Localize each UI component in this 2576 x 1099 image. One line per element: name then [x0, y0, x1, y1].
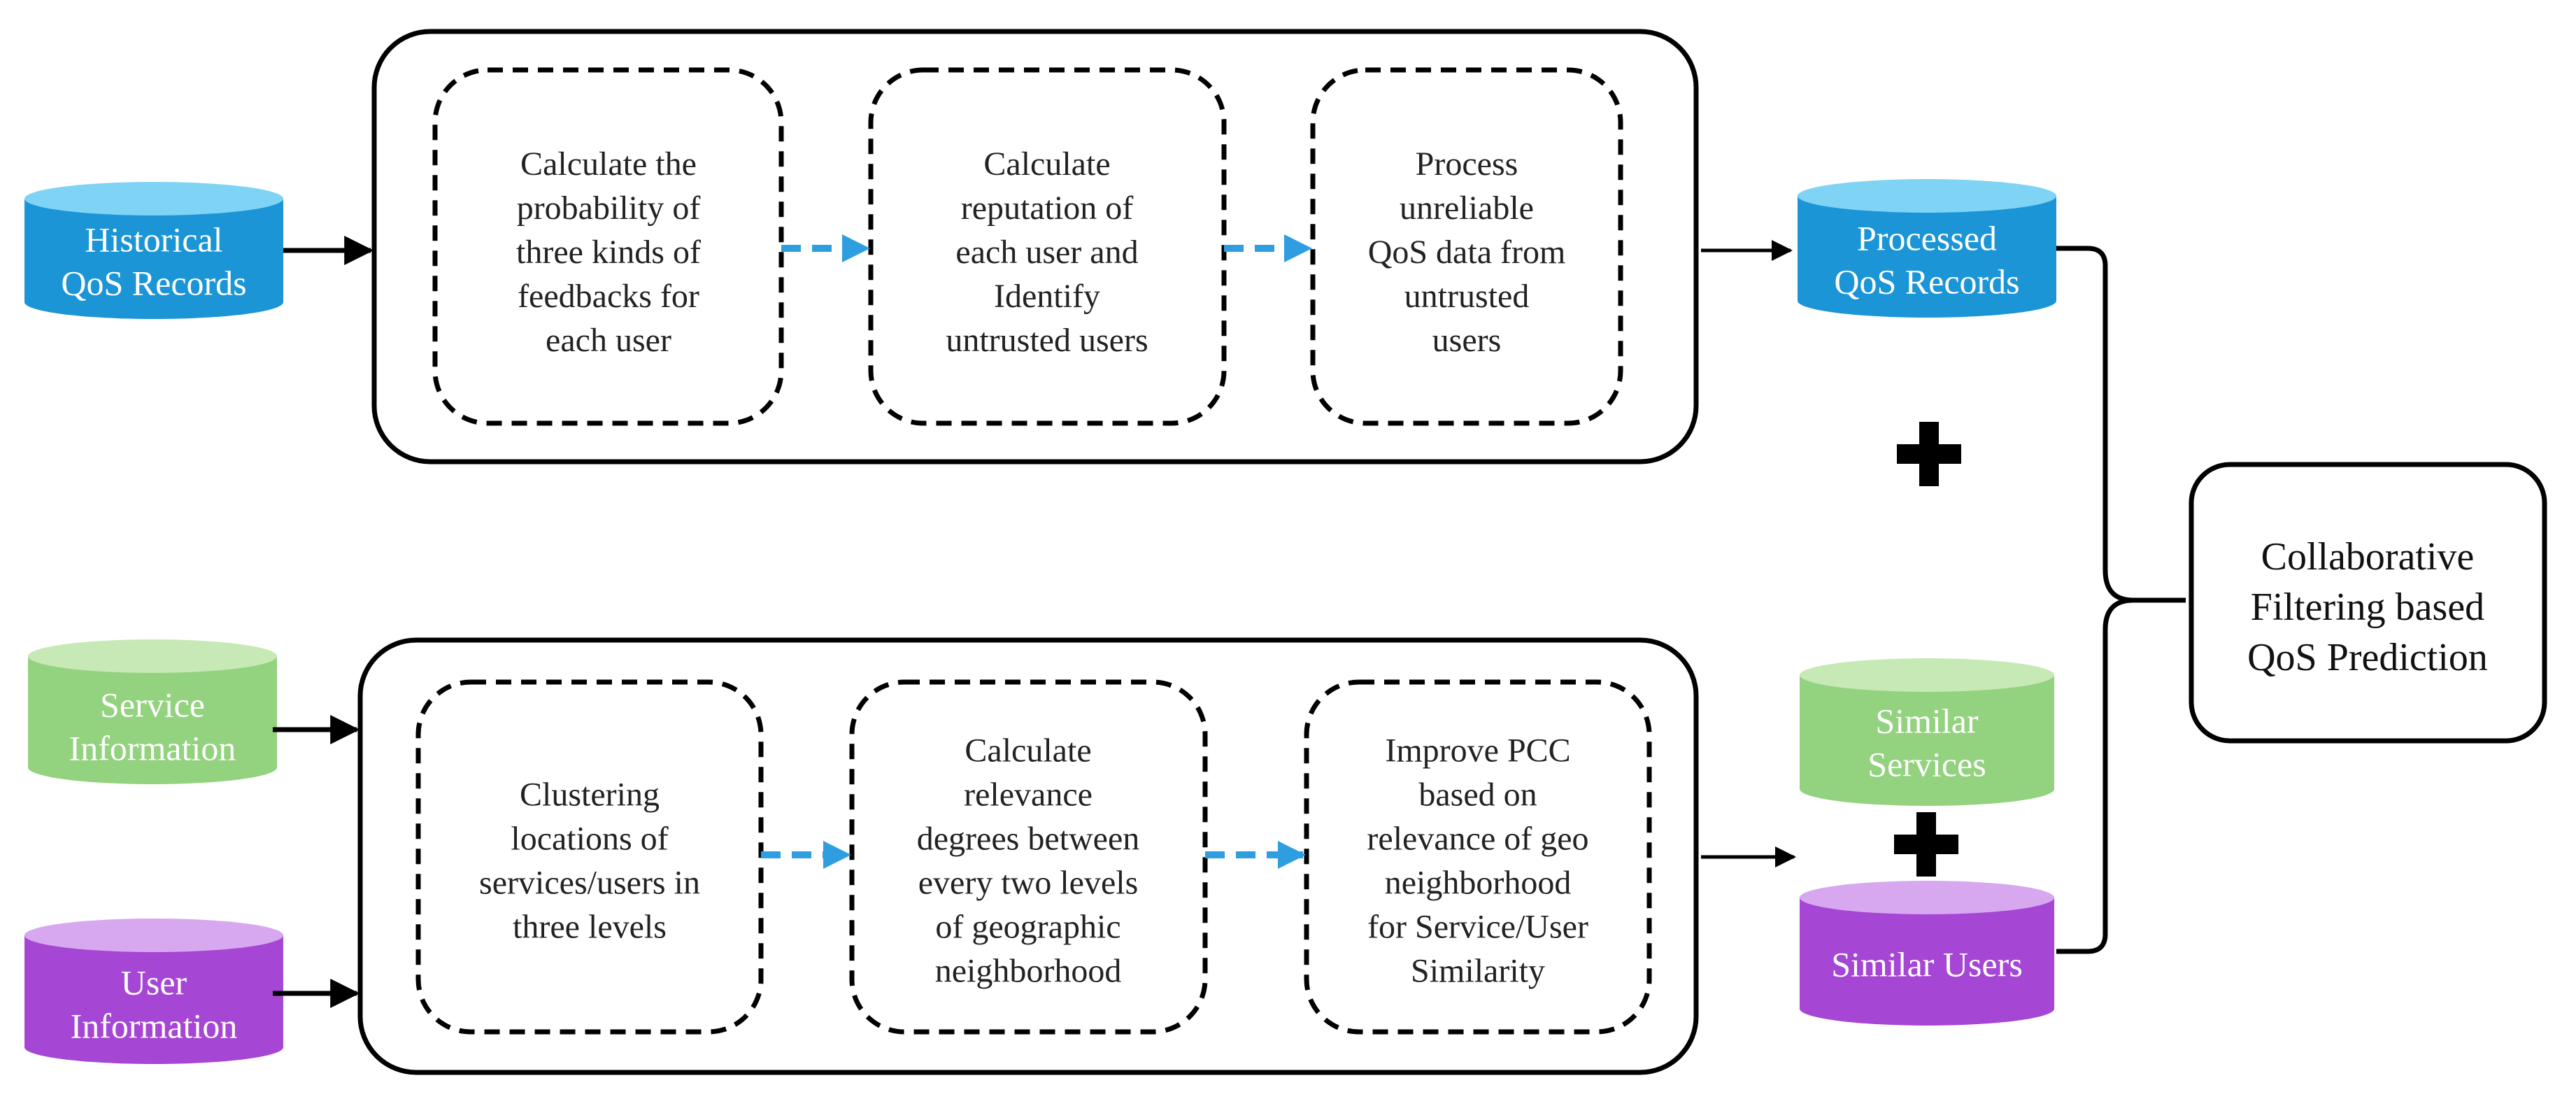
result-box — [2189, 462, 2547, 744]
text-line: QoS Records — [1834, 262, 2019, 301]
text-line: QoS Prediction — [2247, 636, 2488, 679]
plus-icon-bottom — [1894, 812, 1958, 877]
top-step-1-text: Calculate the probability of three kinds o… — [516, 146, 701, 359]
bottom-step-1-text: Clustering locations of services/users in t… — [479, 776, 700, 945]
text-line: of geographic — [935, 908, 1120, 945]
text-line: Process — [1416, 146, 1518, 183]
text-line: degrees between — [917, 820, 1140, 857]
text-line: three levels — [513, 908, 667, 945]
text-line: Similar — [1875, 701, 1979, 740]
text-line: Calculate the — [520, 146, 697, 183]
text-line: Information — [71, 1006, 238, 1045]
text-line: for Service/User — [1367, 908, 1588, 945]
text-line: Improve PCC — [1385, 732, 1570, 769]
svg-text:Similar Users: Similar Users — [1831, 944, 2023, 984]
text-line: QoS Records — [61, 263, 246, 302]
text-line: Similar Users — [1831, 944, 2023, 984]
text-line: locations of — [511, 820, 668, 857]
text-line: reputation of — [961, 190, 1134, 227]
text-line: untrusted — [1404, 278, 1530, 315]
text-line: based on — [1418, 776, 1537, 813]
text-line: services/users in — [479, 864, 700, 901]
bottom-step-3-text: Improve PCC based on relevance of geo neigh… — [1367, 732, 1588, 989]
text-line: Filtering based — [2251, 586, 2484, 629]
text-line: three kinds of — [516, 234, 701, 271]
text-line: Services — [1867, 744, 1986, 784]
text-line: Information — [69, 728, 236, 767]
text-line: Calculate — [965, 732, 1091, 769]
text-line: Service — [100, 685, 205, 724]
text-line: QoS data from — [1368, 234, 1566, 271]
text-line: feedbacks for — [518, 278, 699, 315]
text-line: Processed — [1857, 218, 1997, 257]
text-line: every two levels — [918, 864, 1139, 901]
text-line: Calculate — [983, 146, 1110, 183]
text-line: neighborhood — [935, 952, 1122, 989]
bottom-step-3-box — [1304, 679, 1652, 1035]
text-line: relevance of geo — [1367, 820, 1588, 857]
text-line: Collaborative — [2261, 535, 2475, 579]
top-process-container — [371, 29, 1699, 465]
text-line: users — [1432, 322, 1502, 359]
plus-icon-top — [1897, 422, 1961, 486]
text-line: untrusted users — [946, 322, 1148, 359]
bottom-process-container — [357, 637, 1699, 1075]
text-line: Historical — [85, 220, 222, 259]
text-line: unreliable — [1400, 190, 1534, 227]
merge-brace-connector — [2056, 246, 2186, 954]
text-line: Clustering — [520, 776, 660, 813]
text-line: neighborhood — [1385, 864, 1572, 901]
text-line: relevance — [964, 776, 1093, 813]
bottom-step-2-box — [849, 679, 1208, 1035]
bottom-step-2-text: Calculate relevance degrees between every t… — [917, 732, 1140, 989]
text-line: User — [121, 963, 187, 1002]
text-line: each user — [546, 322, 671, 359]
top-step-3-box — [1310, 67, 1623, 426]
text-line: Identify — [994, 278, 1100, 315]
text-line: each user and — [955, 234, 1138, 271]
text-line: probability of — [517, 190, 701, 227]
similar-users-cylinder: Similar Users — [1800, 881, 2054, 1026]
text-line: Similarity — [1411, 952, 1545, 989]
